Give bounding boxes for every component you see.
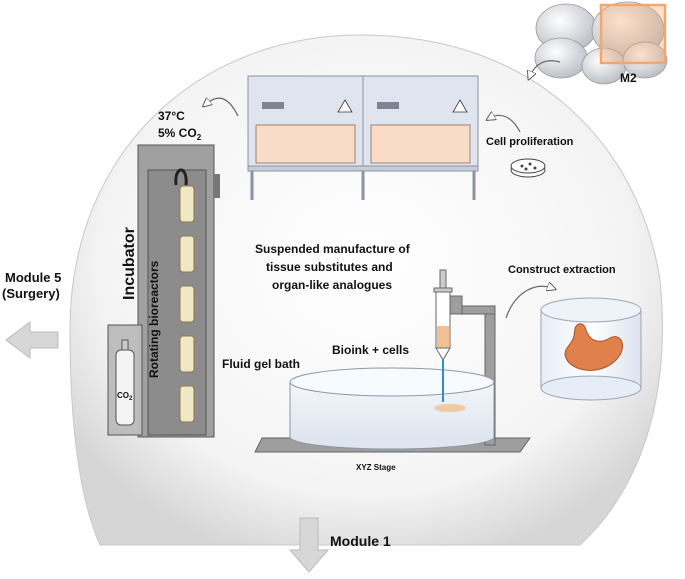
module5-label: Module 5 [5, 270, 61, 285]
m2-label: M2 [620, 71, 637, 85]
arrow-to-module1 [288, 517, 330, 573]
incubator-label: Incubator [121, 227, 138, 300]
temperature-label: 37°C [158, 109, 185, 123]
cell-proliferation-label: Cell proliferation [486, 136, 574, 148]
co2-tank-icon [115, 339, 135, 426]
rotating-bioreactors-label: Rotating bioreactors [147, 260, 161, 378]
suspended-line1: Suspended manufacture of [255, 242, 411, 256]
fluid-gel-bath [289, 367, 495, 450]
biosafety-cabinets [247, 75, 479, 200]
bioink-cells-label: Bioink + cells [332, 343, 409, 357]
arrow-to-extraction [505, 286, 552, 319]
arrow-m2-to-hood [530, 60, 561, 76]
incubator: CO2 Incubator Rotating bioreactors [107, 144, 220, 438]
xyz-stage-label: XYZ Stage [356, 463, 396, 472]
syringe-icon [433, 269, 463, 402]
petri-dish-icon [510, 158, 546, 178]
co2-tank-label: CO2 [117, 391, 133, 402]
module1-label: Module 1 [330, 533, 391, 549]
suspended-line2: tissue substitutes and [266, 260, 393, 274]
arrow-hood-to-incubator [206, 98, 239, 117]
m2-highlight-box [599, 3, 667, 65]
co2-concentration-label: 5% CO2 [158, 126, 202, 142]
suspended-line3: organ-like analogues [272, 278, 392, 292]
construct-extraction-label: Construct extraction [508, 264, 616, 276]
extraction-jar [540, 297, 642, 401]
bioreactor-stack [179, 185, 195, 423]
printed-construct [434, 404, 466, 412]
module5-sublabel: (Surgery) [2, 286, 60, 301]
arrow-to-module5 [5, 321, 59, 359]
tubing-icon [174, 168, 188, 186]
m2-module-cluster: M2 [534, 1, 668, 85]
fluid-gel-bath-label: Fluid gel bath [222, 357, 300, 371]
stomach-icon [564, 323, 624, 371]
arrow-dish-to-hood [490, 115, 521, 133]
